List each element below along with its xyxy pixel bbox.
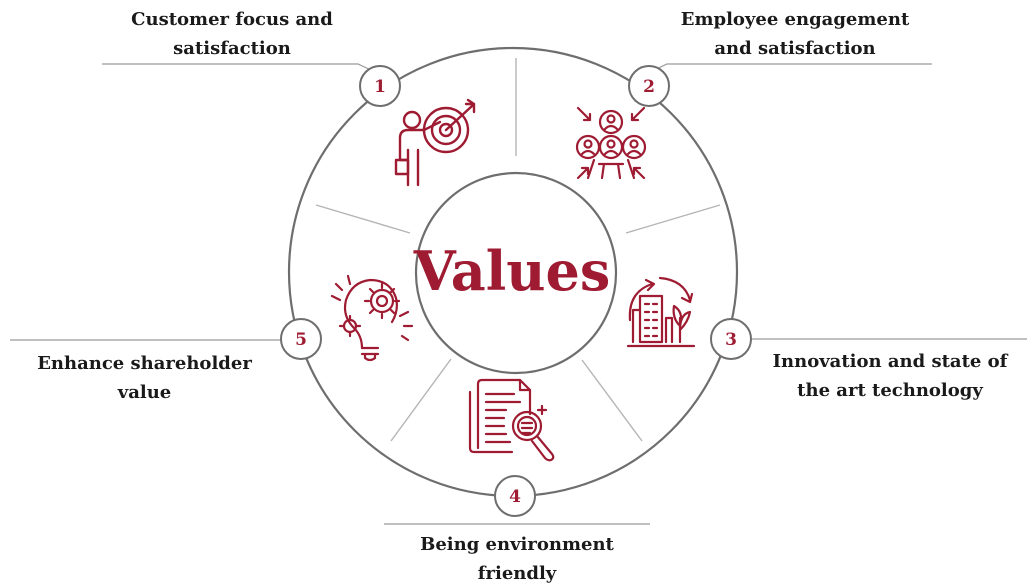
badge-3: 3 bbox=[710, 318, 752, 360]
divider-bottom-right bbox=[581, 359, 643, 442]
value-label-3: Innovation and state of the art technolo… bbox=[754, 347, 1026, 405]
badge-number-5: 5 bbox=[295, 330, 307, 350]
value-label-1: Customer focus and satisfaction bbox=[82, 5, 382, 63]
value-label-3-line-2: the art technology bbox=[797, 380, 983, 401]
center-circle bbox=[414, 171, 618, 375]
badge-5: 5 bbox=[280, 318, 322, 360]
badge-number-1: 1 bbox=[374, 77, 386, 97]
divider-right bbox=[625, 204, 721, 234]
badge-number-4: 4 bbox=[509, 487, 521, 507]
badge-number-3: 3 bbox=[725, 330, 737, 350]
divider-left bbox=[315, 204, 411, 234]
value-label-2-line-1: Employee engagement bbox=[680, 9, 910, 30]
ring-dividers bbox=[315, 58, 721, 442]
value-label-2-line-2: and satisfaction bbox=[714, 38, 876, 59]
lightbulb-gears-icon bbox=[330, 274, 414, 362]
value-label-4-line-2: friendly bbox=[477, 563, 557, 584]
center-title: Values bbox=[413, 239, 610, 303]
value-label-2: Employee engagement and satisfaction bbox=[645, 5, 945, 63]
badge-number-2: 2 bbox=[643, 77, 655, 97]
team-engagement-icon bbox=[575, 106, 647, 180]
value-label-4: Being environment friendly bbox=[367, 530, 667, 588]
value-label-1-line-2: satisfaction bbox=[173, 38, 291, 59]
value-label-1-line-1: Customer focus and bbox=[131, 9, 333, 30]
green-building-icon bbox=[626, 276, 696, 348]
value-label-5-line-1: Enhance shareholder bbox=[37, 353, 252, 374]
divider-bottom-left bbox=[390, 358, 452, 442]
value-label-5: Enhance shareholder value bbox=[2, 349, 287, 407]
leader-line-1 bbox=[102, 63, 376, 73]
document-search-icon bbox=[468, 378, 555, 462]
badge-1: 1 bbox=[359, 65, 401, 107]
value-label-3-line-1: Innovation and state of bbox=[772, 351, 1008, 372]
value-label-5-line-2: value bbox=[117, 382, 172, 403]
leader-line-2 bbox=[649, 63, 932, 73]
target-presenter-icon bbox=[394, 98, 476, 187]
badge-4: 4 bbox=[494, 475, 536, 517]
value-label-4-line-1: Being environment bbox=[420, 534, 614, 555]
badge-2: 2 bbox=[628, 65, 670, 107]
